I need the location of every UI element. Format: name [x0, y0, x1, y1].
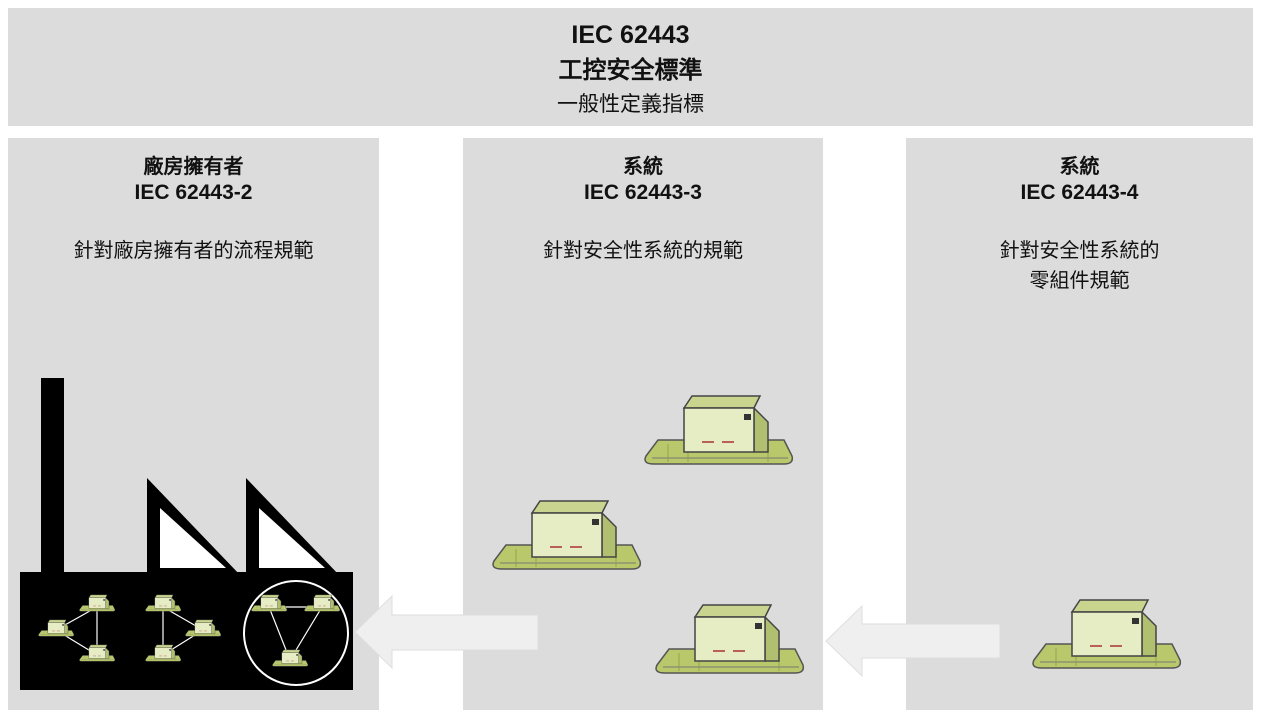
description-line: 針對安全性系統的	[999, 238, 1160, 262]
arrow-left-icon	[825, 604, 1001, 678]
panel-standard: IEC 62443-2	[134, 181, 253, 204]
panel-standard: IEC 62443-4	[1020, 181, 1139, 204]
description-line: 針對廠房擁有者的流程規範	[73, 238, 314, 262]
header-standard: IEC 62443	[571, 21, 690, 49]
panel-description: 針對安全性系統的規範	[463, 235, 823, 265]
machine-icon	[1032, 599, 1182, 669]
panel-standard: IEC 62443-3	[584, 181, 702, 204]
machine-icon	[655, 604, 805, 674]
description-line: 針對安全性系統的規範	[543, 238, 743, 262]
header-banner: IEC 62443 工控安全標準 一般性定義指標	[8, 8, 1253, 126]
machine-icon	[492, 500, 642, 570]
factory-icon	[20, 378, 353, 690]
panel-description: 針對廠房擁有者的流程規範	[8, 235, 379, 265]
panel-title: 系統	[623, 154, 663, 178]
arrow-left-icon	[354, 594, 539, 670]
panel-description: 針對安全性系統的 零組件規範	[906, 235, 1253, 295]
panel-title: 廠房擁有者	[143, 154, 244, 178]
header-subtitle: 一般性定義指標	[557, 92, 704, 116]
panel-title: 系統	[1059, 154, 1100, 178]
machine-icon	[644, 395, 794, 465]
description-line: 零組件規範	[1029, 268, 1130, 292]
header-title: 工控安全標準	[558, 56, 703, 84]
